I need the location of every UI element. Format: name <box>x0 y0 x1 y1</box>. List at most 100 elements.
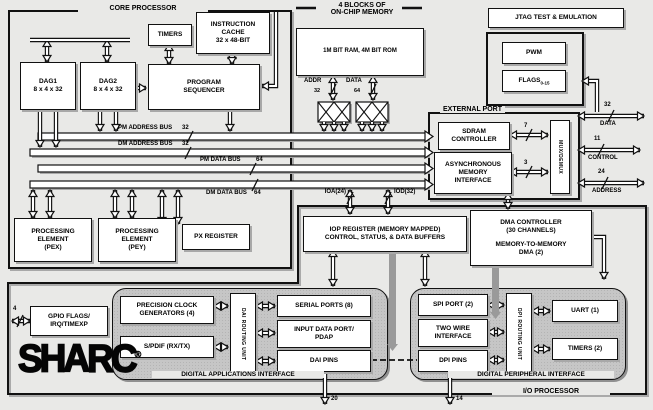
memory-body: 1M BIT RAM, 4M BIT ROM <box>323 48 397 55</box>
async-memory-interface-box: ASYNCHRONOUS MEMORY INTERFACE <box>434 152 512 194</box>
gray-feed-arrowhead <box>387 344 398 351</box>
crossbar-shadow <box>320 104 352 124</box>
arrowhead <box>382 206 394 216</box>
pex-line3: (PEX) <box>44 244 62 252</box>
arrowhead <box>636 110 646 122</box>
arrowhead <box>327 92 339 102</box>
bus-width-slash <box>16 314 24 328</box>
idp-line1: INPUT DATA PORT/ <box>294 325 354 333</box>
dag2-line1: DAG2 <box>98 77 118 85</box>
arrow-core <box>590 235 606 279</box>
external-port-mux-box: MUX/DEMUX <box>550 120 570 194</box>
arrowhead <box>344 188 356 198</box>
crossbar-shadow <box>358 104 390 124</box>
dpi-pin-count: 14 <box>456 396 463 402</box>
pex-line1: PROCESSING <box>31 227 75 235</box>
dag1-box: DAG1 8 x 4 x 32 <box>20 62 76 110</box>
dpi-pins-box: DPI PINS <box>418 350 488 372</box>
dpi-pins-label: DPI PINS <box>439 356 467 364</box>
async-line3: INTERFACE <box>454 177 492 185</box>
spi-label: SPI PORT (2) <box>432 300 474 308</box>
registered-mark: ® <box>134 348 142 360</box>
jtag-label: JTAG TEST & EMULATION <box>515 13 597 21</box>
program-sequencer-box: PROGRAM SEQUENCER <box>148 64 260 110</box>
pm-address-bus-width: 32 <box>182 125 189 131</box>
timers-box: TIMERS <box>148 24 192 46</box>
arrowhead <box>319 396 331 406</box>
async-line1: ASYNCHRONOUS <box>445 160 501 168</box>
dma-line4: DMA (2) <box>518 248 544 256</box>
dag1-line1: DAG1 <box>38 77 58 85</box>
arrowhead <box>328 123 340 133</box>
pm-data-bus-label: PM DATA BUS <box>200 157 241 163</box>
arrowhead <box>344 206 356 216</box>
jtag-box: JTAG TEST & EMULATION <box>488 8 624 28</box>
arrowhead <box>327 278 339 288</box>
sdram-bus-width: 7 <box>524 123 528 129</box>
ext-address-label: ADDRESS <box>592 188 622 194</box>
arrowhead <box>327 74 339 84</box>
arrowhead <box>367 74 379 84</box>
sharc-logo: SHARC® <box>17 336 142 381</box>
bus-width-slash <box>329 83 337 97</box>
input-data-port-box: INPUT DATA PORT/ PDAP <box>277 320 371 348</box>
uart-label: UART (1) <box>571 306 599 314</box>
addr-label: ADDR <box>304 78 322 84</box>
dm-address-bus-width: 32 <box>182 141 189 147</box>
dma-line1: DMA CONTROLLER <box>500 219 562 227</box>
pcg-line2: GENERATORS (4) <box>139 310 195 317</box>
spi-port-box: SPI PORT (2) <box>418 294 488 316</box>
pex-box: PROCESSING ELEMENT (PEX) <box>14 218 92 262</box>
ext-data-label: DATA <box>600 121 616 127</box>
memory-title-line1: 4 BLOCKS OF <box>338 2 386 9</box>
twi-line2: INTERFACE <box>434 333 472 340</box>
gpio-flags-box: GPIO FLAGS/ IRQ/TIMEXP <box>30 306 108 336</box>
pm-address-bus-label: PM ADDRESS BUS <box>118 125 173 131</box>
arrowhead <box>376 123 388 133</box>
dma-line2: (30 CHANNELS) <box>506 227 556 235</box>
bus-width-slash <box>384 191 392 205</box>
sdram-line2: CONTROLLER <box>451 136 497 143</box>
pm-data-bus-width: 64 <box>256 157 263 163</box>
icache-line3: 32 x 48-BIT <box>215 37 251 45</box>
dma-controller-box: DMA CONTROLLER (30 CHANNELS) MEMORY-TO-M… <box>470 210 592 266</box>
crossbar-switch-icon <box>317 101 351 123</box>
external-port-title: EXTERNAL PORT <box>440 106 505 113</box>
dai-routing-unit-box: DAI ROUTING UNIT <box>230 293 256 375</box>
idp-line2: PDAP <box>314 334 334 341</box>
arrowhead <box>598 271 610 281</box>
dm-address-bus-label: DM ADDRESS BUS <box>118 141 173 147</box>
pwm-flags-outer-box <box>486 32 584 106</box>
data-width: 64 <box>354 88 361 94</box>
serial-ports-box: SERIAL PORTS (8) <box>277 295 371 317</box>
iop-register-line1: IOP REGISTER (MEMORY MAPPED) <box>329 225 441 233</box>
arrow-outline <box>590 234 607 279</box>
gpio-count: 4 <box>13 306 17 312</box>
async-line2: MEMORY <box>458 168 488 176</box>
arrowhead <box>318 123 330 133</box>
two-wire-interface-box: TWO WIRE INTERFACE <box>418 319 488 347</box>
sdram-controller-box: SDRAM CONTROLLER <box>438 122 510 150</box>
arrowhead <box>444 396 456 406</box>
pex-line2: ELEMENT <box>37 235 69 243</box>
ioa-bus-label: IOA(24) <box>324 189 346 195</box>
arrowhead <box>419 278 431 288</box>
ext-control-width: 11 <box>594 136 601 142</box>
iop-register-line2: CONTROL, STATUS, & DATA BUFFERS <box>324 234 446 241</box>
flags-subscript: 0-15 <box>540 79 550 85</box>
serial-ports-label: SERIAL PORTS (8) <box>295 301 353 309</box>
pey-line1: PROCESSING <box>115 227 159 235</box>
pwm-box: PWM <box>502 42 566 64</box>
memory-title-line2: ON-CHIP MEMORY <box>330 9 394 16</box>
px-register-box: PX REGISTER <box>182 224 250 250</box>
arrow-outline <box>582 78 600 112</box>
arrowhead <box>382 188 394 198</box>
gpio-line1: GPIO FLAGS/ <box>48 312 90 320</box>
memory-title: 4 BLOCKS OF ON-CHIP MEMORY <box>296 2 428 16</box>
arrowhead <box>10 315 20 327</box>
on-chip-memory-box: 1M BIT RAM, 4M BIT ROM <box>296 28 424 76</box>
dai-pins-box: DAI PINS <box>277 350 371 372</box>
async-bus-width: 3 <box>524 160 528 166</box>
arrowhead <box>356 123 368 133</box>
pey-line2: ELEMENT <box>121 235 153 243</box>
